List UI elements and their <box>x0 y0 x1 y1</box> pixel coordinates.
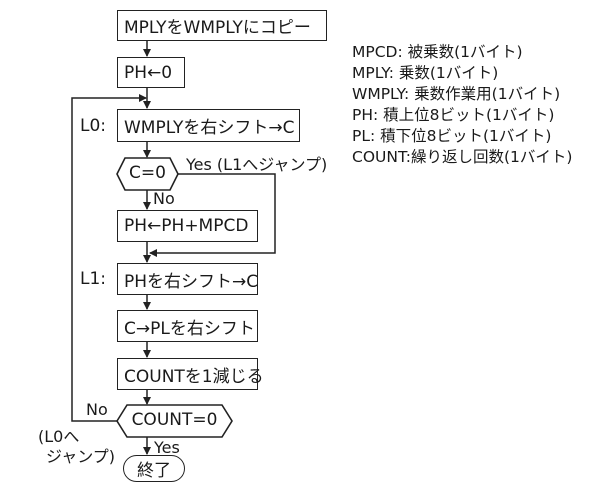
label-l0: L0: <box>80 116 107 136</box>
legend-item: WMPLY: 乗数作業用(1バイト) <box>352 85 561 103</box>
step-init-ph: PH←0 <box>117 57 185 88</box>
variable-legend: MPCD: 被乗数(1バイト) MPLY: 乗数(1バイト) WMPLY: 乗数… <box>352 42 572 168</box>
decision-count-zero <box>116 404 233 438</box>
loop-back-line <box>71 94 147 422</box>
label-l1: L1: <box>80 269 107 289</box>
decision-c-zero <box>116 157 179 191</box>
label-jump-l0-2: ジャンプ) <box>46 447 115 466</box>
label-yes-count: Yes <box>154 438 180 457</box>
step-add-mpcd: PH←PH+MPCD <box>117 210 258 242</box>
step-shift-wmply: WMPLYを右シフト→C <box>117 109 300 142</box>
legend-item: PH: 積上位8ビット(1バイト) <box>352 106 555 124</box>
label-no-count: No <box>86 400 108 419</box>
step-dec-count: COUNTを1減じる <box>117 358 264 390</box>
legend-item: PL: 積下位8ビット(1バイト) <box>352 127 552 145</box>
legend-item: MPLY: 乗数(1バイト) <box>352 64 499 82</box>
step-copy-mply: MPLYをWMPLYにコピー <box>117 10 327 41</box>
legend-item: COUNT:繰り返し回数(1バイト) <box>352 148 573 166</box>
decision-count-zero-text: COUNT=0 <box>131 410 218 430</box>
label-no-c: No <box>153 189 175 208</box>
label-yes-jump-l1: Yes (L1へジャンプ) <box>186 155 328 174</box>
yes-branch-line <box>149 173 276 257</box>
step-shift-ph: PHを右シフト→C <box>117 263 258 295</box>
decision-c-zero-text: C=0 <box>129 163 166 183</box>
legend-item: MPCD: 被乗数(1バイト) <box>352 43 523 61</box>
terminal-end: 終了 <box>123 455 185 482</box>
label-jump-l0-1: (L0へ <box>38 427 80 446</box>
step-shift-pl: C→PLを右シフト <box>117 310 258 342</box>
